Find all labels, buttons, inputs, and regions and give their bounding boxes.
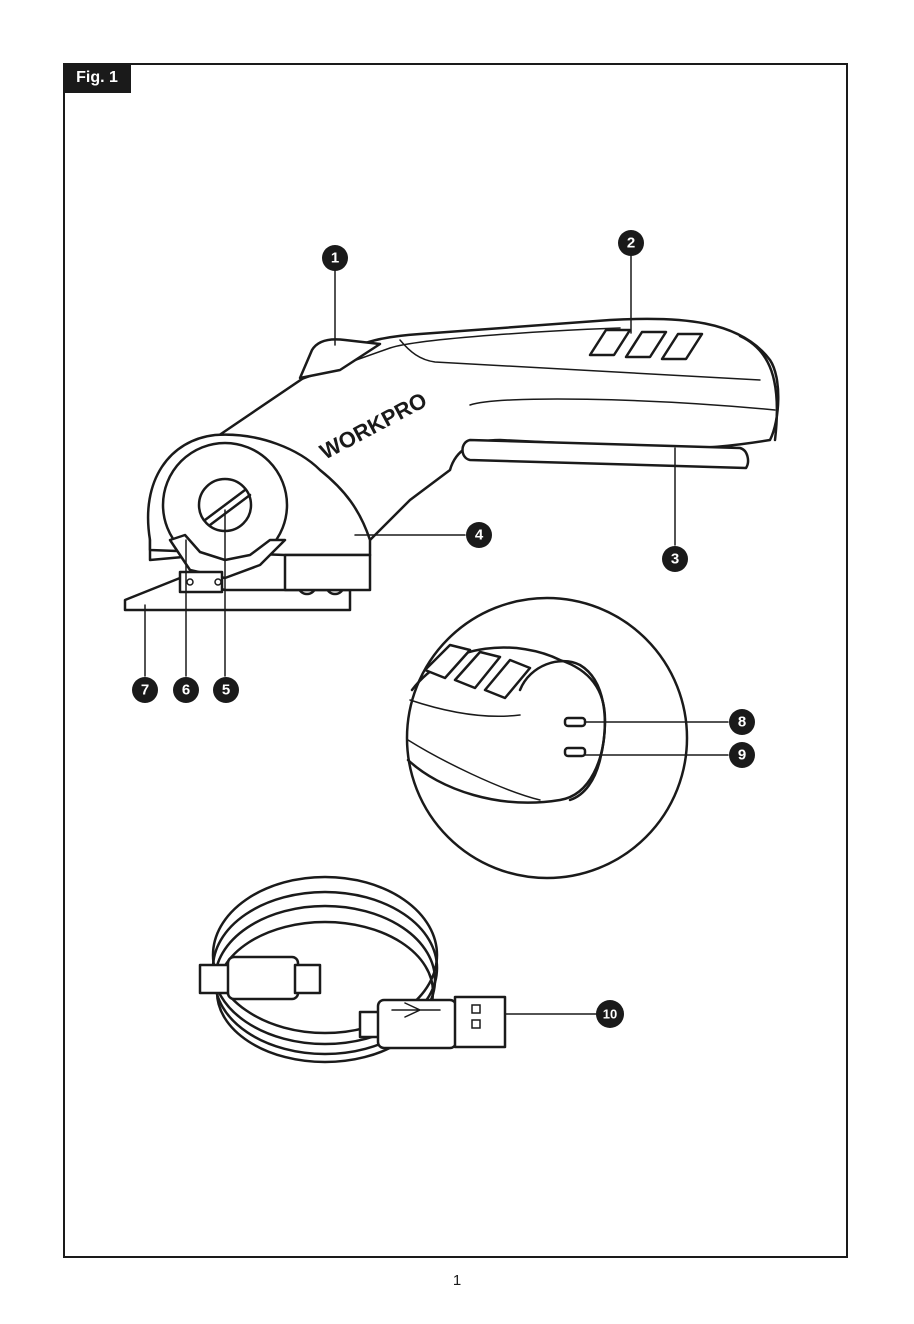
callout-3: 3 (662, 546, 688, 572)
callout-9: 9 (729, 742, 755, 768)
callout-7: 7 (132, 677, 158, 703)
svg-text:9: 9 (738, 747, 746, 764)
callout-1: 1 (322, 245, 348, 271)
svg-text:6: 6 (182, 682, 190, 699)
callout-4: 4 (466, 522, 492, 548)
callout-2: 2 (618, 230, 644, 256)
svg-text:4: 4 (475, 527, 484, 544)
callout-5: 5 (213, 677, 239, 703)
svg-text:1: 1 (331, 250, 339, 267)
callout-8: 8 (729, 709, 755, 735)
callout-10: 10 (596, 1000, 624, 1028)
svg-text:10: 10 (603, 1007, 617, 1022)
svg-text:2: 2 (627, 235, 635, 252)
callout-6: 6 (173, 677, 199, 703)
usb-cable-drawing (200, 877, 505, 1062)
svg-text:3: 3 (671, 551, 679, 568)
svg-text:5: 5 (222, 682, 230, 699)
detail-view-circle (407, 598, 687, 878)
svg-text:8: 8 (738, 714, 746, 731)
page-number: 1 (0, 1272, 914, 1289)
svg-text:7: 7 (141, 682, 149, 699)
